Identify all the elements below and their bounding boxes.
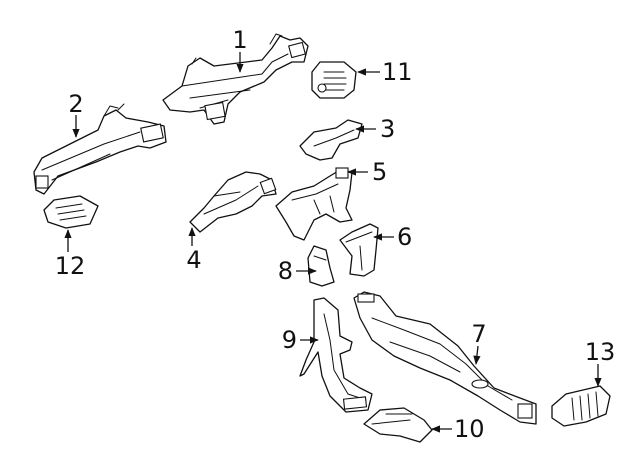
part-3-connector (299, 119, 363, 161)
part-13-vent (551, 385, 611, 427)
callout-10: 10 (454, 415, 485, 443)
callout-9: 9 (282, 326, 297, 354)
callout-6: 6 (397, 223, 412, 251)
callout-13: 13 (585, 338, 616, 366)
leader-lines (64, 52, 602, 433)
part-9-floor-duct (299, 297, 373, 413)
part-4-duct (189, 171, 277, 233)
part-5-center-duct (275, 167, 353, 241)
callout-7: 7 (471, 320, 486, 348)
callout-11: 11 (382, 58, 413, 86)
callout-5: 5 (372, 158, 387, 186)
part-2-left-duct (33, 103, 167, 195)
part-1-upper-duct (162, 33, 309, 125)
part-12-vent (43, 195, 99, 229)
part-6-vent-duct (339, 223, 379, 277)
callout-3: 3 (380, 115, 395, 143)
callout-1: 1 (232, 26, 247, 54)
callout-12: 12 (55, 252, 86, 280)
part-7-rear-duct (353, 291, 537, 425)
part-10-outlet (363, 407, 433, 443)
callout-4: 4 (186, 246, 201, 274)
part-11-vent (311, 61, 357, 99)
part-8-small-duct (307, 245, 335, 287)
callout-2: 2 (68, 90, 83, 118)
callout-8: 8 (278, 257, 293, 285)
